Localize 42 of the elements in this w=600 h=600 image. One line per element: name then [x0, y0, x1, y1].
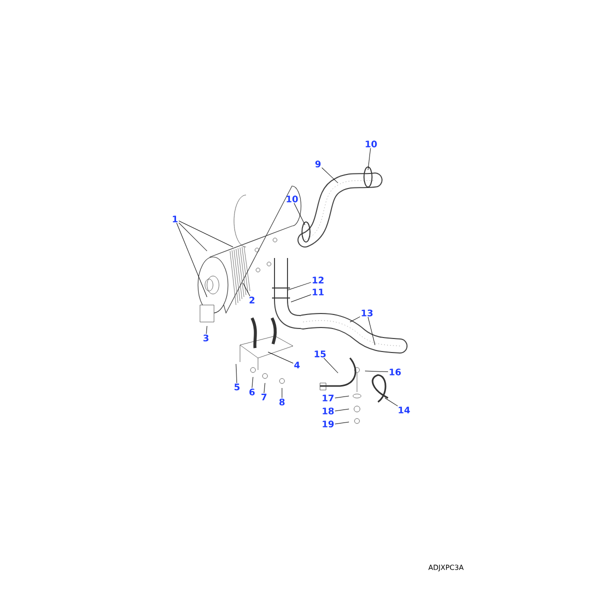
leader-line — [288, 282, 312, 290]
callout-number: 7 — [261, 394, 266, 400]
callout-number: 10 — [366, 140, 377, 148]
leader-line — [294, 202, 306, 226]
callout-number: 5 — [234, 384, 240, 390]
leader-line — [350, 316, 360, 322]
callout-number: 1 — [172, 216, 178, 222]
leader-line — [324, 358, 338, 374]
leader-line — [368, 316, 376, 346]
leader-line — [334, 408, 350, 412]
callout-number: 8 — [279, 398, 285, 406]
leader-line — [178, 220, 234, 248]
callout-number: 9 — [315, 160, 321, 168]
leader-line — [252, 376, 254, 388]
leader-line — [176, 222, 208, 298]
leader-line — [206, 326, 208, 334]
leader-line — [384, 398, 398, 406]
leader-line — [368, 148, 371, 170]
leader-line — [178, 222, 208, 252]
callout-number: 2 — [250, 296, 254, 304]
callout-number: 14 — [398, 406, 410, 414]
leader-line — [264, 382, 266, 394]
leader-line — [334, 396, 350, 398]
callout-number: 4 — [294, 362, 300, 368]
leader-line — [364, 370, 388, 372]
callout-number: 15 — [314, 350, 326, 358]
callout-number: 12 — [312, 276, 324, 284]
callout-number: 3 — [203, 334, 208, 342]
callout-number: 18 — [322, 408, 334, 414]
leader-line — [236, 364, 238, 384]
callout-number: 11 — [312, 288, 324, 296]
leader-line — [268, 352, 294, 364]
callout-number: 13 — [362, 310, 373, 316]
leader-line — [322, 167, 338, 184]
leader-line — [242, 282, 250, 296]
leader-line — [290, 294, 312, 302]
callout-number: 19 — [322, 420, 334, 428]
leader-line — [334, 422, 350, 424]
callout-number: 17 — [322, 394, 334, 402]
callout-number: 10 — [286, 196, 298, 202]
callout-number: 16 — [390, 368, 401, 376]
callout-number: 6 — [249, 388, 255, 396]
